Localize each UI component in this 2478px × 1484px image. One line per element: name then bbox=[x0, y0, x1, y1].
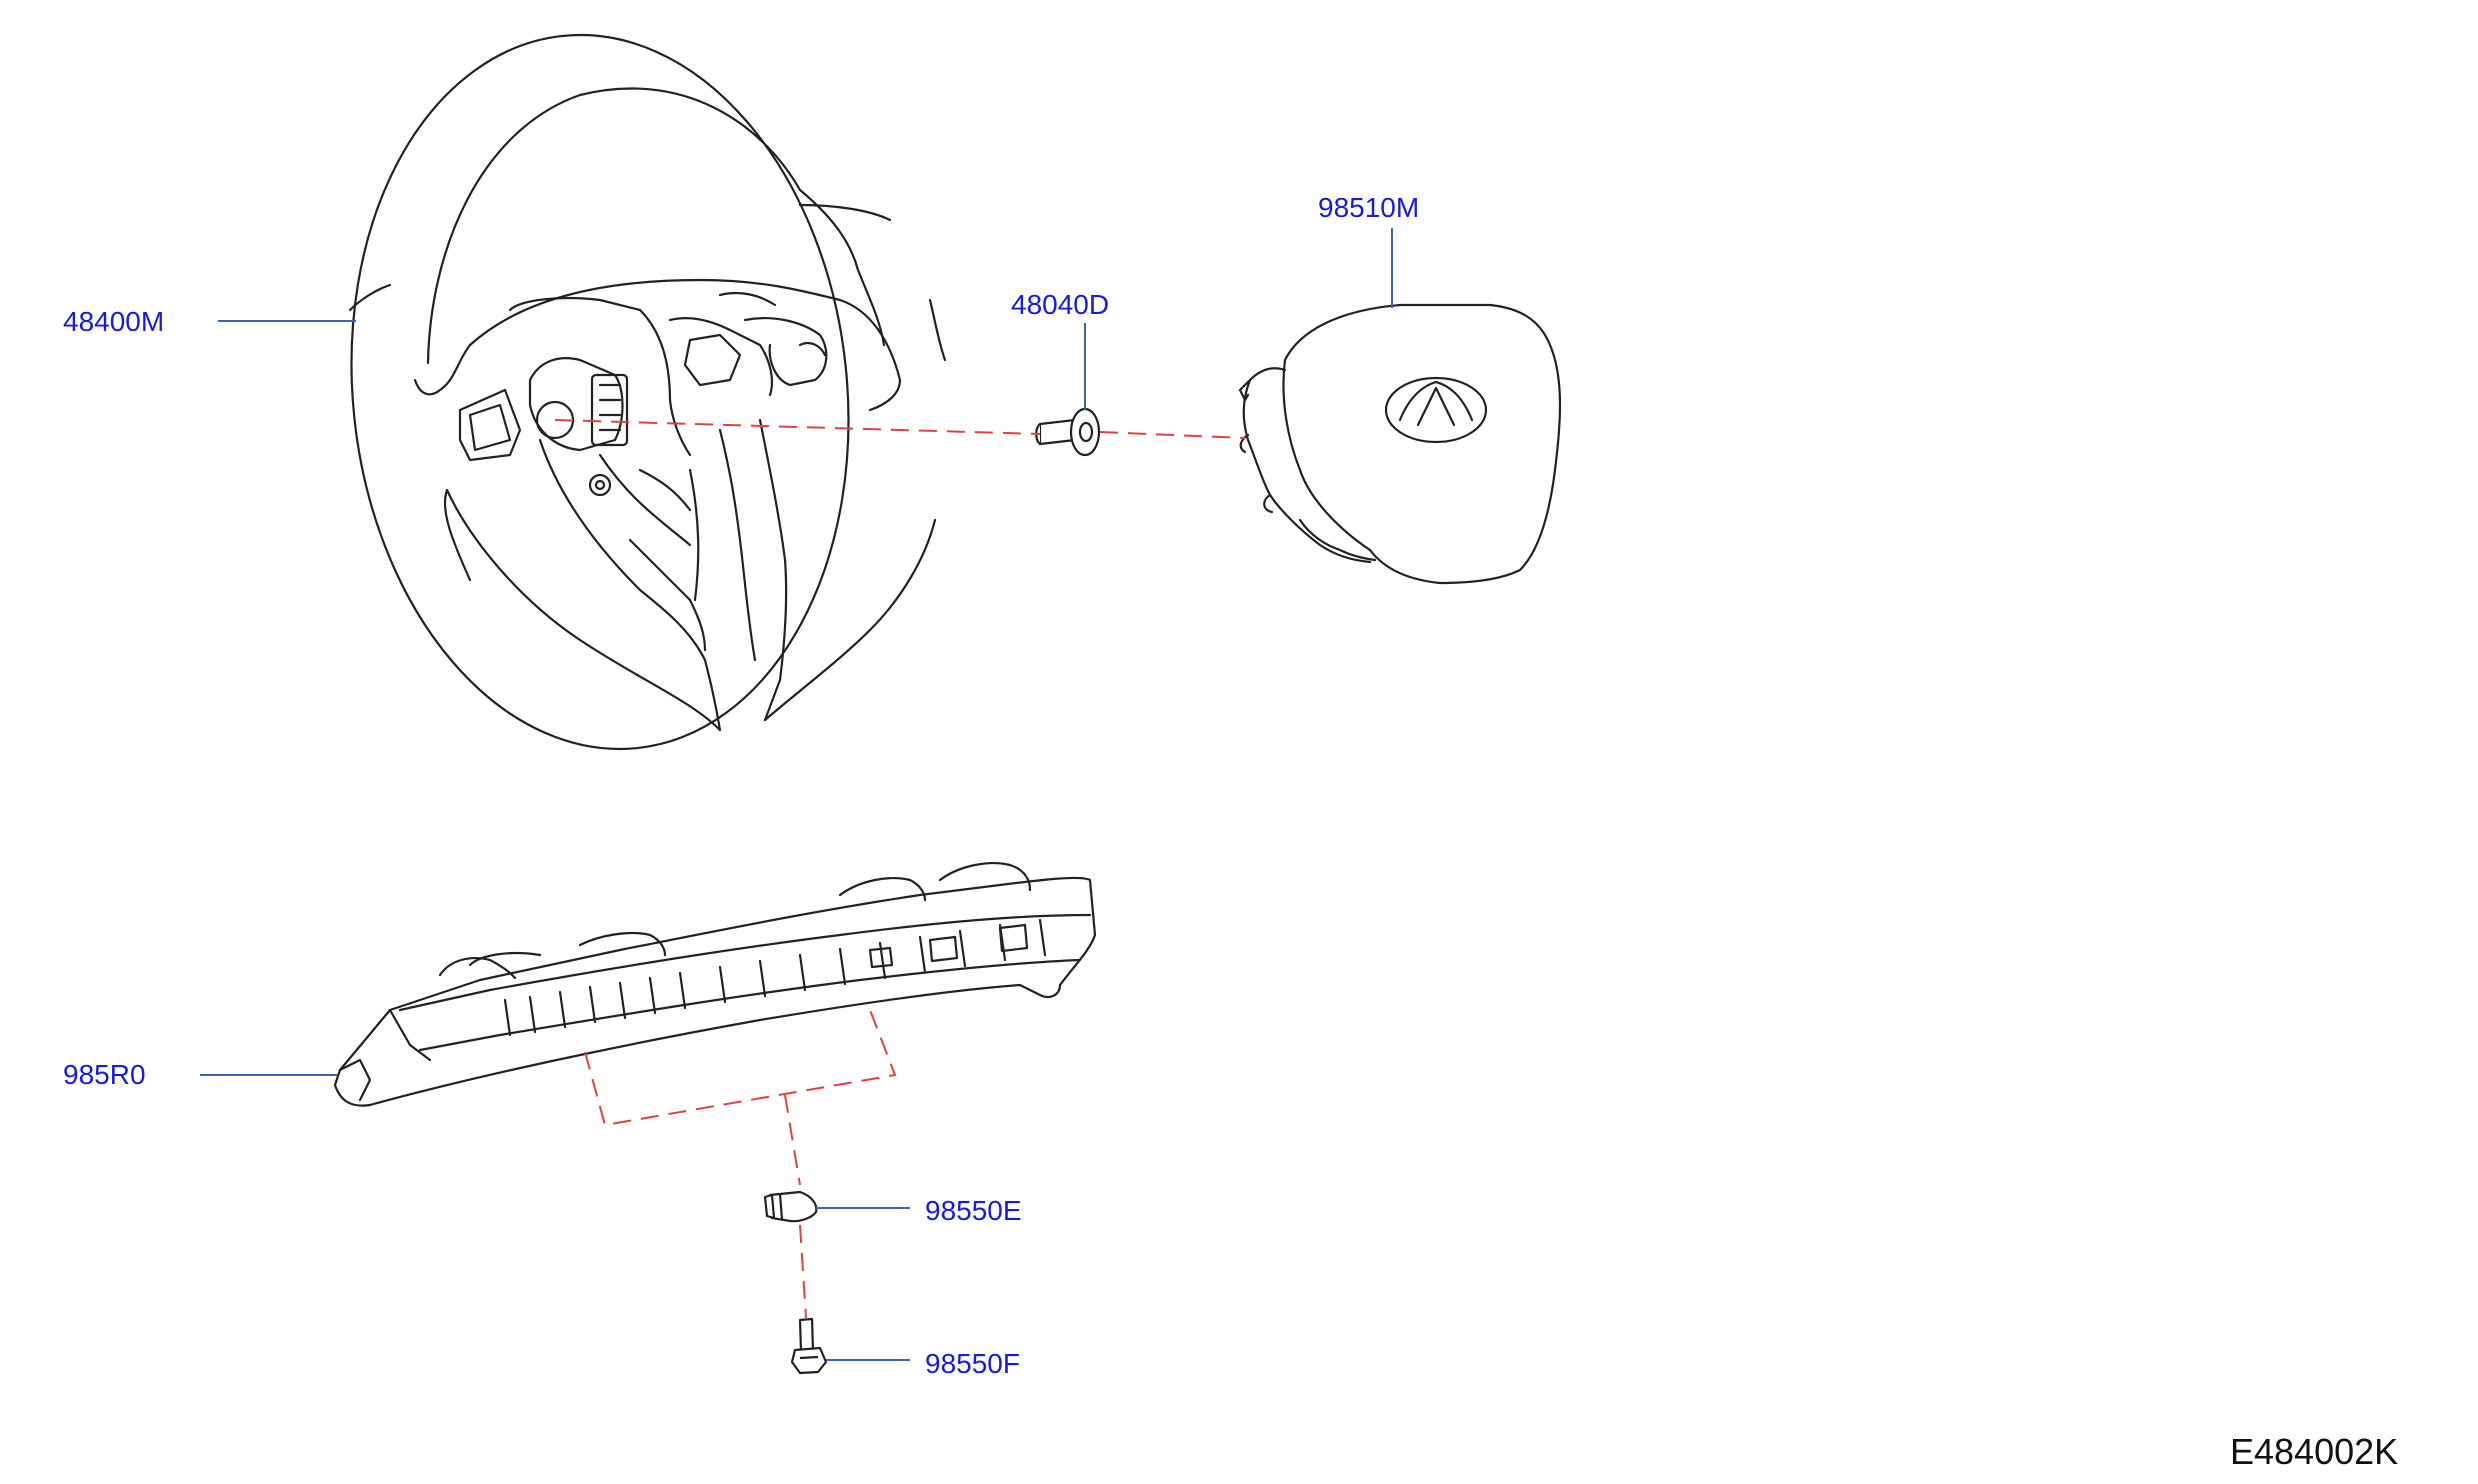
part-label-clip-f[interactable]: 98550F bbox=[925, 1348, 1020, 1379]
part-label-steering-wheel[interactable]: 48400M bbox=[63, 306, 165, 337]
leader-lines bbox=[200, 228, 1393, 1361]
clip-e-drawing[interactable] bbox=[763, 1190, 818, 1223]
part-label-bolt[interactable]: 48040D bbox=[1011, 289, 1110, 320]
airbag-module-drawing[interactable] bbox=[1238, 303, 1562, 585]
steering-wheel-drawing[interactable] bbox=[317, 10, 947, 774]
switch-finisher-drawing[interactable] bbox=[333, 862, 1097, 1107]
part-label-switch-finisher[interactable]: 985R0 bbox=[63, 1059, 146, 1090]
bolt-drawing[interactable] bbox=[1035, 407, 1101, 457]
part-label-clip-e[interactable]: 98550E bbox=[925, 1195, 1022, 1226]
clip-f-drawing[interactable] bbox=[790, 1317, 828, 1375]
assembly-lines bbox=[554, 419, 1246, 1319]
part-label-airbag-module[interactable]: 98510M bbox=[1318, 192, 1420, 223]
diagram-code: E484002K bbox=[2230, 1431, 2399, 1472]
